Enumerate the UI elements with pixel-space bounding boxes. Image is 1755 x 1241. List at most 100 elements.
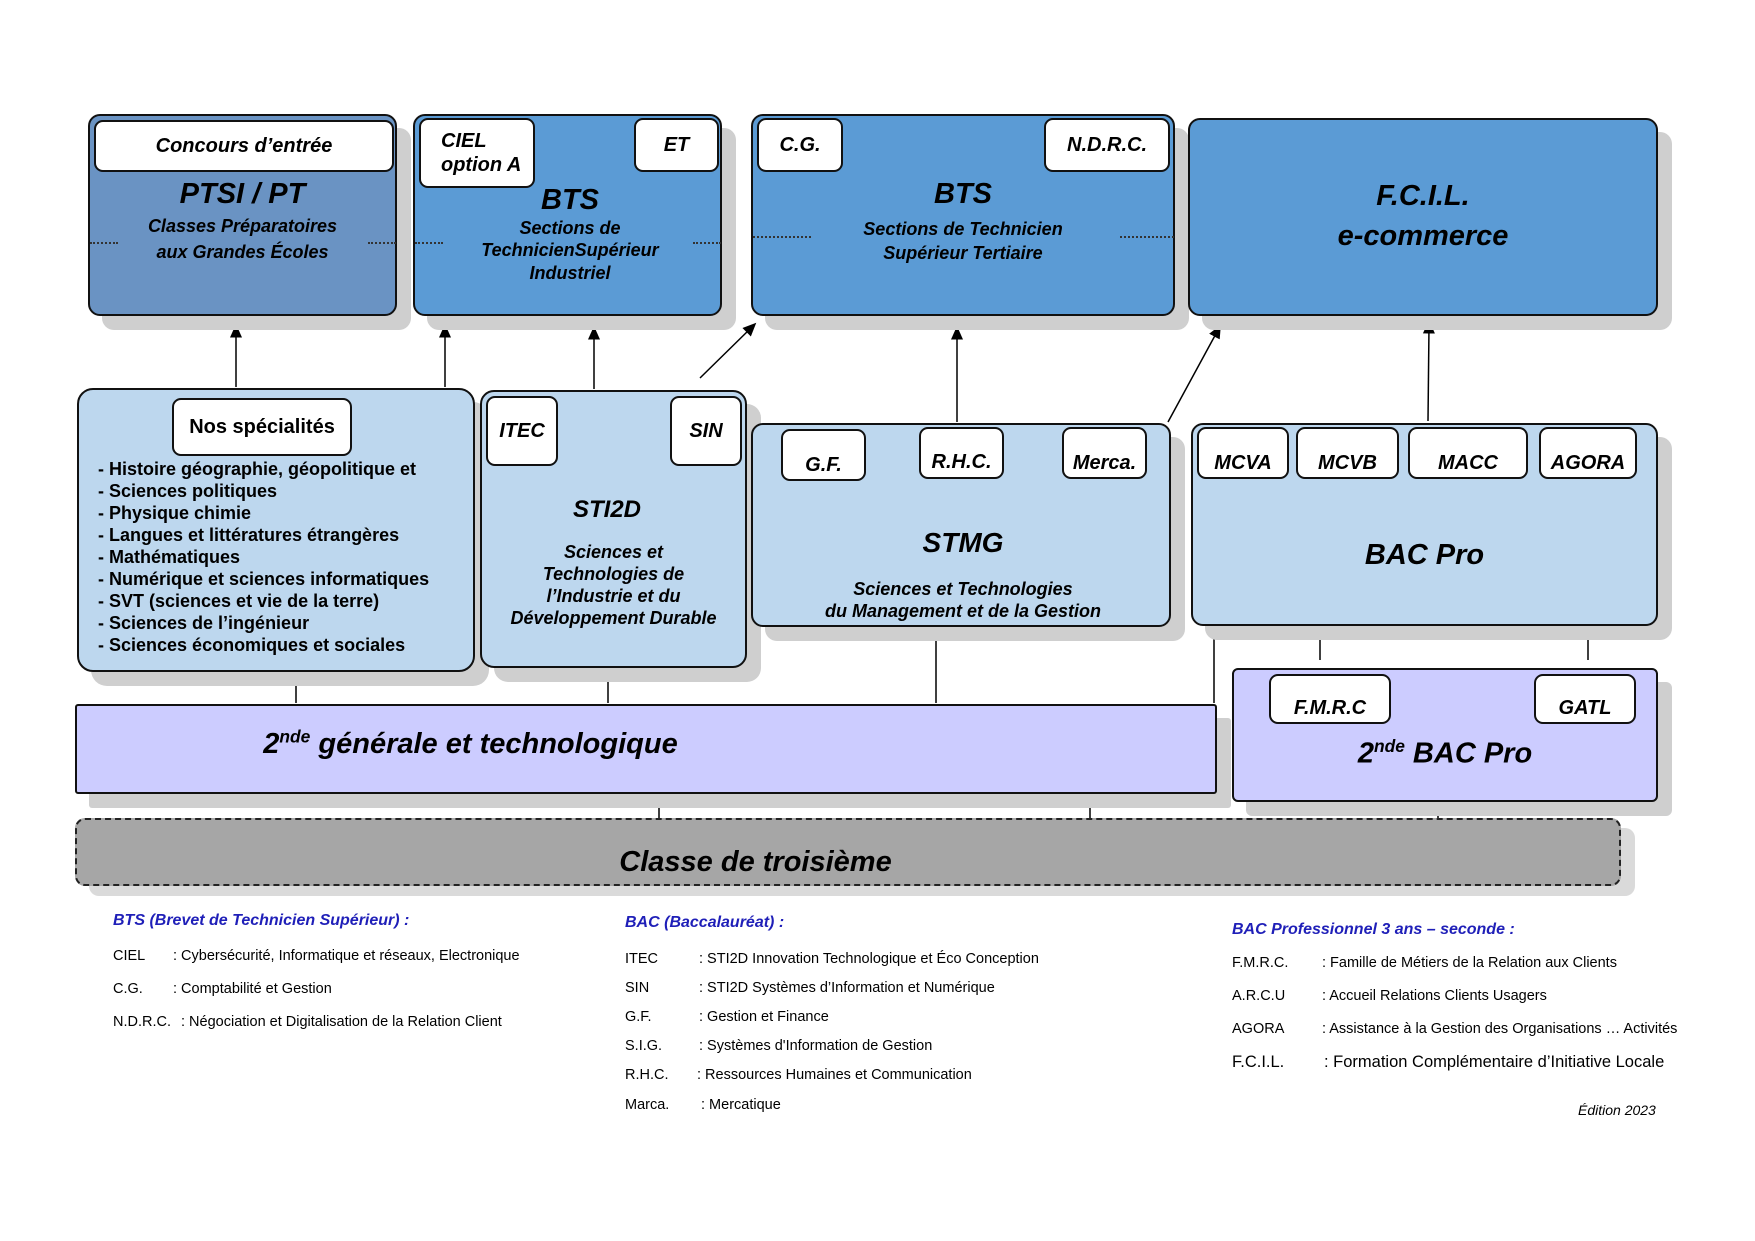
gatl-tab: GATL [1534,674,1636,724]
rhc-tab: R.H.C. [919,427,1004,479]
troisieme-box: Classe de troisième [75,818,1621,886]
arrow-sti2d-bts-tertiaire [699,322,757,379]
ciel-tab-line1: CIEL [441,130,487,152]
concours-tab: Concours d’entrée [94,120,394,172]
legend-abbr: R.H.C. [625,1067,669,1083]
legend-abbr: F.M.R.C. [1232,955,1289,971]
legend-abbr: N.D.R.C. [113,1014,171,1030]
specialite-item: - Mathématiques [98,547,241,567]
specialite-item: - Sciences politiques [98,481,278,501]
specialite-item: - Histoire géographie, géopolitique et [98,459,417,479]
legend-abbr: C.G. [113,981,143,997]
seconde-pro-prefix: 2 [1357,737,1374,770]
sti2d-subtitle-3: l’Industrie et du [546,586,681,606]
legend-desc: : Accueil Relations Clients Usagers [1322,988,1547,1004]
bacpro-title: BAC Pro [1364,539,1485,571]
legend-abbr: A.R.C.U [1232,988,1286,1004]
et-tab: ET [634,118,719,172]
bts-industriel-box: CIEL option A ET BTS Sections de Technic… [413,114,722,316]
bts-industriel-dots-right [693,242,721,244]
mcvb-tab: MCVB [1296,427,1399,479]
bts-industriel-subtitle-1: Sections de [519,218,621,238]
legend-abbr: AGORA [1232,1021,1285,1037]
sti2d-subtitle-4: Développement Durable [510,608,717,628]
itec-tab: ITEC [486,396,558,466]
specialite-item: - Physique chimie [98,503,252,523]
specialite-item: - SVT (sciences et vie de la terre) [98,591,380,611]
merca-tab: Merca. [1062,427,1147,479]
bts-tertiaire-dots-right [1120,236,1174,238]
legend-pro-heading: BAC Professionnel 3 ans – seconde : [1232,921,1515,938]
bts-tertiaire-subtitle-1: Sections de Technicien [863,219,1063,239]
ptsi-dots-left [90,242,118,244]
sti2d-subtitle-1: Sciences et [563,542,664,562]
legend-desc: : Formation Complémentaire d’Initiative … [1324,1053,1665,1071]
specialite-item: - Numérique et sciences informatiques [98,569,430,589]
legend-desc: : Gestion et Finance [699,1009,829,1025]
sti2d-box: ITEC SIN STI2D Sciences et Technologies … [480,390,747,668]
mcva-tab: MCVA [1197,427,1289,479]
legend-abbr: SIN [625,980,650,996]
agora-tab: AGORA [1539,427,1637,479]
specialites-box: Nos spécialités - Histoire géographie, g… [77,388,475,672]
fcil-box: F.C.I.L. e-commerce [1188,118,1658,316]
legend-abbr: F.C.I.L. [1232,1053,1285,1071]
bts-tertiaire-dots-left [753,236,811,238]
legend-abbr: CIEL [113,948,146,964]
specialite-item: - Langues et littératures étrangères [98,525,400,545]
seconde-pro-rest: BAC Pro [1404,737,1533,770]
legend-desc: : Systèmes d'Information de Gestion [699,1038,933,1054]
arrow-bacpro-fcil [1422,320,1435,422]
legend-desc: : Comptabilité et Gestion [173,981,332,997]
seconde-gt-rest: générale et technologique [310,727,678,760]
sti2d-title: STI2D [572,496,641,523]
stmg-subtitle-1: Sciences et Technologies [853,579,1073,599]
seconde-gt-title: 2nde générale et technologique [77,726,1217,761]
legend-desc: : Ressources Humaines et Communication [697,1067,972,1083]
legend-abbr: G.F. [625,1009,652,1025]
arrow-stmg-fcil [1167,324,1221,423]
gf-tab: G.F. [781,429,866,481]
sti2d-subtitle-2: Technologies de [542,564,685,584]
legend-desc: : Mercatique [701,1097,781,1113]
bts-industriel-subtitle-2: TechnicienSupérieur [481,240,659,260]
ptsi-dots-right [368,242,396,244]
ciel-tab: CIEL option A [419,118,535,188]
seconde-pro-title: 2nde BAC Pro [1234,736,1656,771]
seconde-gt-box: 2nde générale et technologique [75,704,1217,794]
legend-abbr: Marca. [625,1097,670,1113]
fcil-title-2: e-commerce [1337,220,1509,252]
legend-desc: : Cybersécurité, Informatique et réseaux… [173,948,520,964]
sin-tab: SIN [670,396,742,466]
bts-industriel-subtitle-3: Industriel [529,263,611,283]
specialites-tab: Nos spécialités [172,398,352,456]
bts-tertiaire-box: C.G. N.D.R.C. BTS Sections de Technicien… [751,114,1175,316]
seconde-pro-box: F.M.R.C GATL 2nde BAC Pro [1232,668,1658,802]
bts-industriel-dots-left [415,242,443,244]
legend-abbr: ITEC [625,951,659,967]
bts-tertiaire-subtitle-2: Supérieur Tertiaire [883,243,1043,263]
fmrc-tab: F.M.R.C [1269,674,1391,724]
cg-tab: C.G. [757,118,843,172]
seconde-gt-sup: nde [279,726,311,746]
ndrc-tab: N.D.R.C. [1044,118,1170,172]
legend-desc: : STI2D Innovation Technologique et Éco … [699,951,1039,967]
legend-desc: : Négociation et Digitalisation de la Re… [181,1014,502,1030]
ciel-tab-line2: option A [441,154,522,176]
seconde-pro-sup: nde [1373,736,1405,756]
troisieme-title: Classe de troisième [619,846,892,878]
seconde-gt-prefix: 2 [263,727,280,760]
bacpro-box: MCVA MCVB MACC AGORA BAC Pro [1191,423,1658,626]
ptsi-subtitle-2: aux Grandes Écoles [156,242,329,262]
legend-desc: : Assistance à la Gestion des Organisati… [1322,1021,1678,1037]
ptsi-box: Concours d’entrée PTSI / PT Classes Prép… [88,114,397,316]
legend-desc: : Famille de Métiers de la Relation aux … [1322,955,1617,971]
stmg-title: STMG [922,527,1004,558]
specialite-item: - Sciences économiques et sociales [98,635,406,655]
bts-tertiaire-title: BTS [934,178,992,210]
specialite-item: - Sciences de l’ingénieur [98,613,310,633]
legend-bac-heading: BAC (Baccalauréat) : [625,914,785,931]
edition-label: Édition 2023 [1578,1102,1656,1118]
ptsi-subtitle-1: Classes Préparatoires [147,216,338,236]
ptsi-title: PTSI / PT [179,178,306,210]
